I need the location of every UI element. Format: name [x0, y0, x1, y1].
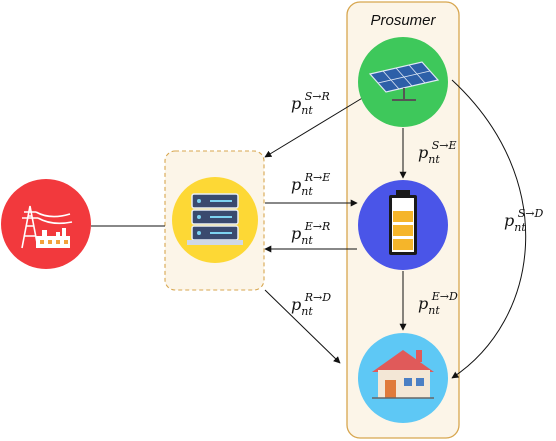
label-s-d: pntS→D — [504, 207, 544, 234]
power-grid-icon — [1, 179, 91, 269]
battery-icon — [358, 180, 448, 270]
label-r-e: pntR→E — [291, 171, 331, 198]
solar-panel-icon — [358, 37, 448, 127]
label-r-d: pntR→D — [291, 291, 332, 318]
server-rack-icon — [172, 177, 258, 263]
arrow-solar-router — [264, 96, 365, 158]
arrow-router-house — [264, 289, 341, 364]
house-icon — [358, 333, 448, 423]
label-e-d: pntE→D — [418, 290, 458, 317]
label-s-e: pntS→E — [418, 139, 457, 166]
label-e-r: pntE→R — [291, 220, 331, 247]
label-s-r: pntS→R — [291, 90, 330, 117]
prosumer-title: Prosumer — [370, 12, 436, 29]
arrow-solar-house — [451, 79, 527, 379]
